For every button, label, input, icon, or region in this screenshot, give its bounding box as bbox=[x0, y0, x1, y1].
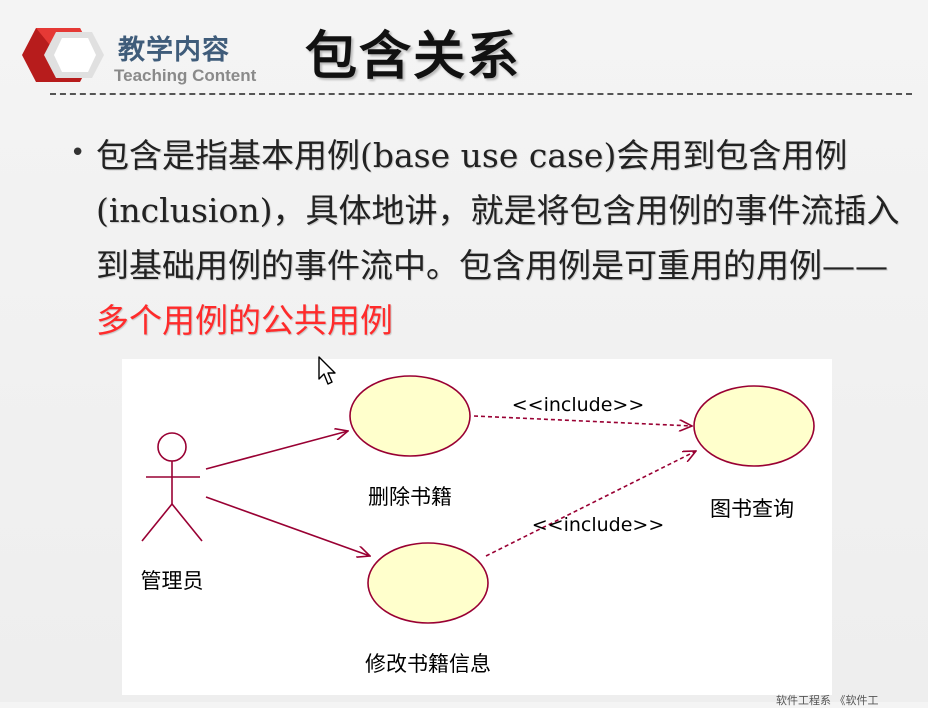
include-stereotype-1: <<include>> bbox=[512, 394, 645, 416]
bullet-text-main: 包含是指基本用例(base use case)会用到包含用例(inclusion… bbox=[96, 136, 900, 285]
usecase-delete-book bbox=[349, 375, 471, 457]
bullet-paragraph: 包含是指基本用例(base use case)会用到包含用例(inclusion… bbox=[96, 128, 911, 348]
mouse-cursor-icon bbox=[318, 356, 338, 390]
bullet-marker: • bbox=[70, 138, 86, 168]
usecase-modify-label: 修改书籍信息 bbox=[365, 652, 491, 676]
page-title: 包含关系 bbox=[305, 27, 522, 87]
include-line-modify bbox=[485, 451, 696, 557]
section-label-en: Teaching Content bbox=[114, 66, 257, 85]
association-line-delete bbox=[205, 431, 348, 470]
header-divider bbox=[50, 93, 912, 95]
bullet-text-highlight: 多个用例的公共用例 bbox=[96, 301, 393, 340]
footer-label: 软件工程系 《软件工 bbox=[776, 694, 879, 707]
include-line-delete bbox=[473, 415, 692, 426]
section-label: 教学内容 bbox=[118, 35, 230, 66]
usecase-query-book bbox=[693, 385, 815, 467]
association-line-modify bbox=[205, 496, 370, 556]
logo-icon bbox=[22, 24, 106, 86]
usecase-query-label: 图书查询 bbox=[710, 497, 794, 521]
usecase-modify-book bbox=[367, 542, 489, 624]
actor-label: 管理员 bbox=[141, 569, 204, 593]
include-stereotype-2: <<include>> bbox=[532, 514, 665, 536]
actor-icon bbox=[141, 432, 203, 542]
use-case-diagram: 管理员 删除书籍 修改书籍信息 图书查询 <<include>> <<inclu… bbox=[122, 359, 832, 695]
usecase-delete-label: 删除书籍 bbox=[368, 485, 452, 509]
